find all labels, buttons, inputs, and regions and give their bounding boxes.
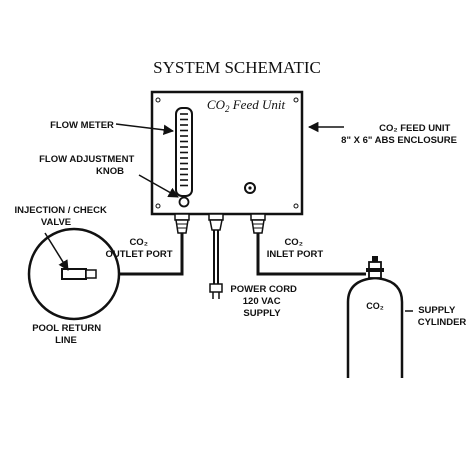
supply-cylinder-label: SUPPLY CYLINDER [418,305,467,328]
injection-check-valve [61,268,87,280]
flow-meter-scale [180,113,188,187]
co2-supply-cylinder: CO₂ [346,256,404,378]
flow-meter-label: FLOW METER [50,120,114,131]
pool-return-line [27,227,121,321]
power-cord-grommet [208,213,224,231]
flow-adjustment-label: FLOW ADJUSTMENT KNOB [39,154,137,177]
cylinder-label: CO₂ [366,301,384,311]
injection-valve-label: INJECTION / CHECK VALVE [14,205,109,228]
inlet-port-fitting [250,213,266,234]
inlet-port-label: CO₂ INLET PORT [267,237,324,260]
flow-adjustment-knob[interactable] [178,196,190,208]
injection-valve-arrow [44,232,69,271]
flow-adjust-arrow [138,174,179,198]
outlet-port-label: CO₂ OUTLET PORT [105,237,172,260]
power-cord-label: POWER CORD 120 VAC SUPPLY [230,284,299,319]
inlet-tubing [256,233,366,276]
flow-meter-arrow [115,123,175,136]
power-cord [209,230,223,299]
pool-return-label: POOL RETURN LINE [32,323,104,346]
diagram-title: SYSTEM SCHEMATIC [153,58,321,77]
power-plug-icon [209,283,223,293]
outlet-port-fitting [174,213,190,234]
flow-meter-tube [175,107,193,197]
enclosure-label: CO₂ FEED UNIT 8" X 6" ABS ENCLOSURE [341,123,457,146]
feed-unit-label: CO2 Feed Unit [207,97,286,114]
outlet-tubing [98,233,184,276]
